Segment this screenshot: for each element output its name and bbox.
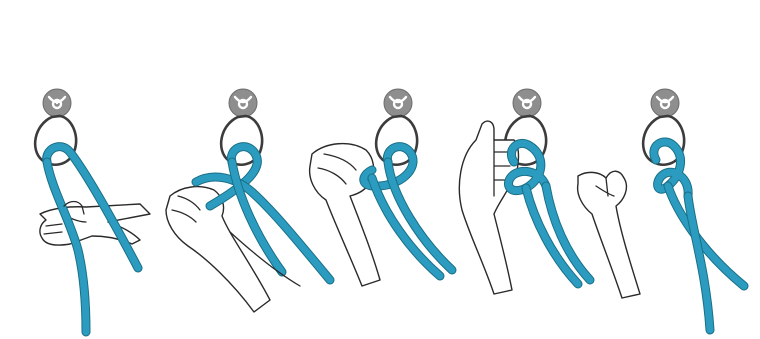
- anchor-bolt-icon: [384, 89, 412, 117]
- step-2-panel: [166, 89, 330, 312]
- rope: [364, 147, 452, 276]
- anchor-bolt-icon: [229, 89, 257, 117]
- step-4-panel: [459, 89, 640, 298]
- anchor-bolt-icon: [513, 89, 541, 117]
- anchor-bolt-icon: [43, 89, 71, 117]
- step-5-panel: [643, 89, 744, 330]
- figure-eight-knot: [654, 142, 744, 330]
- hand-icon: [40, 204, 150, 245]
- step-1-panel: [35, 89, 150, 332]
- anchor-bolt-icon: [651, 89, 679, 117]
- step-3-panel: [310, 89, 452, 286]
